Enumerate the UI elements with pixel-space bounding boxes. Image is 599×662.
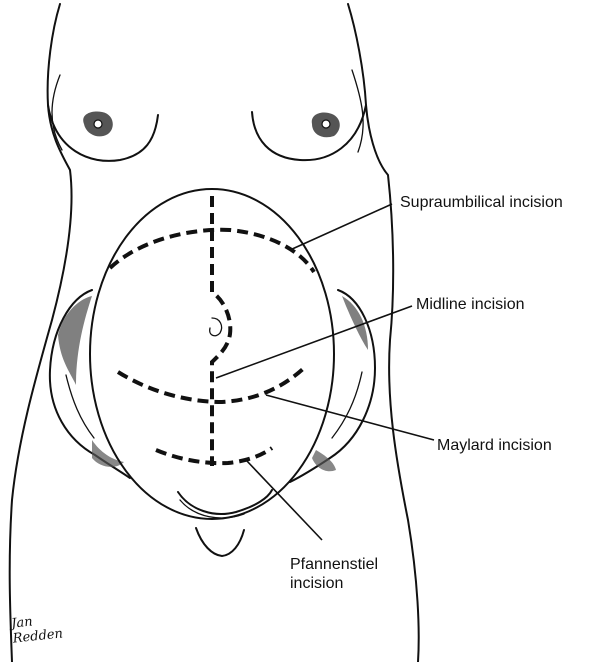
midline-leader: [216, 306, 412, 378]
pfannenstiel-label: Pfannenstiel incision: [290, 555, 378, 593]
artist-signature: Jan Redden: [11, 611, 64, 646]
left-pelvis: [50, 290, 130, 478]
pfannenstiel-leader: [246, 460, 322, 540]
supraumbilical-label: Supraumbilical incision: [400, 193, 563, 212]
right-breast: [252, 105, 366, 160]
umbilicus: [210, 318, 222, 336]
supraumbilical-leader: [290, 204, 392, 250]
pubic-region: [178, 490, 272, 556]
maylard-label: Maylard incision: [437, 436, 552, 455]
maylard-leader: [266, 395, 434, 440]
left-breast: [48, 105, 158, 161]
midline-label: Midline incision: [416, 295, 525, 314]
